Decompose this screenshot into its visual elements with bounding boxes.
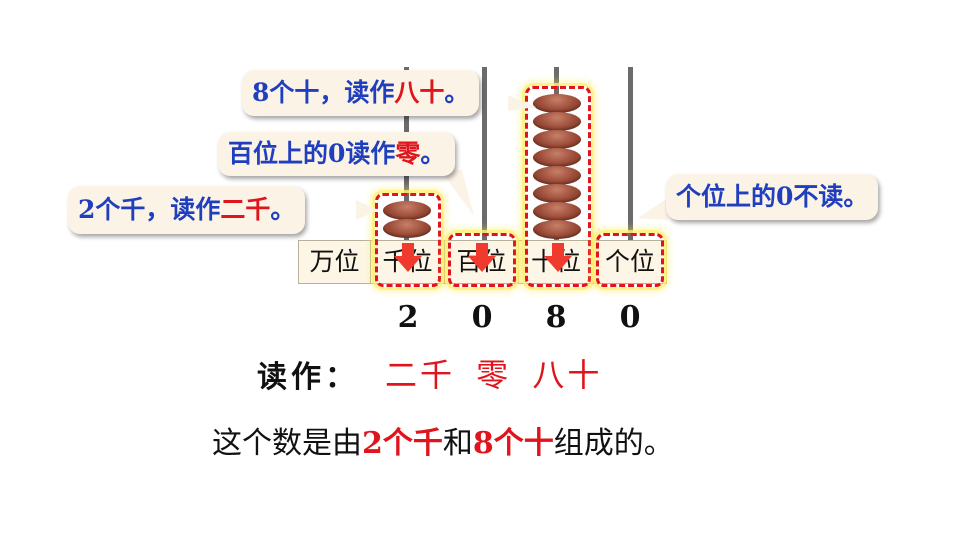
bead-tens-3 [533,130,581,149]
digit-tens: 8 [545,300,567,335]
callout-tail-thousands [356,200,378,220]
digit-hundreds: 0 [471,300,493,335]
callout-tens-highlight: 八十 [394,78,445,107]
sentence-part-3: 和 [442,426,473,461]
sentence-part-1: 这个数是由 [212,426,362,461]
down-arrow-icon-hundreds [468,243,496,272]
place-label-ones: 个位 [604,247,655,276]
digit-ones: 0 [619,300,641,335]
callout-hundreds: 百位上的0读作零。 [218,132,456,176]
callout-tens-prefix: 8个十，读作 [252,78,395,107]
callout-thousands-highlight: 二千 [220,195,271,224]
highlight-hundreds [448,233,516,287]
digit-thousands: 2 [397,300,419,335]
callout-tail-ones [638,198,668,220]
bead-tens-6 [533,184,581,203]
composition-sentence: 这个数是由2个千和8个十组成的。 [212,418,674,462]
sentence-part-4: 8个十 [472,426,554,461]
callout-ones-text: 个位上的0不读。 [676,182,869,211]
bead-tens-2 [533,112,581,131]
callout-tail-hundreds [440,170,474,216]
bead-thousands-2 [383,219,431,238]
callout-tens: 8个十，读作八十。 [242,70,480,116]
callout-ones: 个位上的0不读。 [666,174,879,220]
bead-tens-8 [533,220,581,239]
callout-tail-tens [508,95,536,111]
sentence-part-2: 2个千 [362,426,443,461]
callout-tens-suffix: 。 [444,78,470,107]
reading-text: 二千 零 八十 [385,356,603,394]
callout-thousands-prefix: 2个千，读作 [78,195,221,224]
callout-thousands: 2个千，读作二千。 [68,186,306,234]
bead-tens-7 [533,202,581,221]
highlight-thousands [375,193,441,287]
rod-ones [628,67,633,240]
highlight-tens [525,86,591,287]
reading-label: 读作： [257,360,359,395]
rod-hundreds [482,67,487,240]
bead-thousands-1 [383,201,431,220]
callout-hundreds-prefix: 百位上的0读作 [228,139,396,168]
place-label-ten-thousands: 万位 [299,241,371,283]
callout-hundreds-highlight: 零 [395,139,421,168]
down-arrow-icon-thousands [394,243,422,272]
bead-tens-4 [533,148,581,167]
bead-tens-5 [533,166,581,185]
callout-hundreds-suffix: 。 [420,139,446,168]
highlight-ones [596,233,664,287]
bead-tens-1 [533,94,581,113]
sentence-part-5: 组成的。 [553,426,674,461]
callout-thousands-suffix: 。 [270,195,296,224]
down-arrow-icon-tens [544,243,572,272]
